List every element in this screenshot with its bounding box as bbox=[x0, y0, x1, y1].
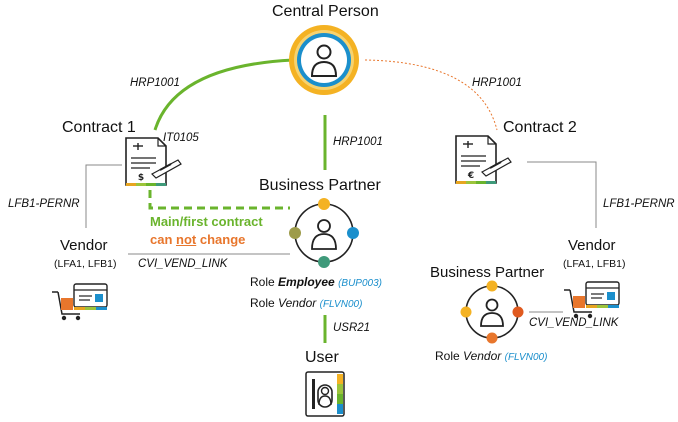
role-vendor-bp2: Role Vendor (FLVN00) bbox=[435, 350, 547, 363]
contract-icon: $ bbox=[125, 137, 182, 186]
role-code: (FLVN00) bbox=[319, 299, 363, 310]
contract1-label: Contract 1 bbox=[62, 119, 136, 136]
role-name: Employee bbox=[278, 275, 335, 289]
role-code: (BUP003) bbox=[338, 278, 382, 289]
role-name: Vendor bbox=[463, 349, 502, 363]
role-employee: Role Employee (BUP003) bbox=[250, 276, 382, 289]
note-text-emphasis: not bbox=[176, 232, 197, 247]
hrp1001-center-label: HRP1001 bbox=[333, 136, 383, 148]
it0105-label: IT0105 bbox=[163, 132, 199, 144]
main-contract-note-line1: Main/first contract bbox=[150, 214, 263, 229]
business-partner-label: Business Partner bbox=[259, 177, 381, 194]
note-text-after: change bbox=[196, 232, 246, 247]
business-partner2-label: Business Partner bbox=[430, 264, 545, 281]
lfb1-pernr-left-label: LFB1-PERNR bbox=[8, 198, 80, 210]
vendor-cart-icon bbox=[52, 283, 108, 321]
role-prefix: Role bbox=[435, 349, 464, 363]
contract2-label: Contract 2 bbox=[503, 119, 577, 136]
role-name: Vendor bbox=[278, 296, 317, 310]
role-prefix: Role bbox=[250, 296, 279, 310]
person-icon bbox=[289, 25, 359, 95]
hrp1001-left-label: HRP1001 bbox=[130, 77, 180, 89]
role-code: (FLVN00) bbox=[504, 352, 548, 363]
svg-text:€: € bbox=[467, 171, 474, 181]
link-central-contract2 bbox=[364, 59, 498, 131]
cvi-vend-link-left-label: CVI_VEND_LINK bbox=[138, 258, 228, 270]
link-contract2-vendor2 bbox=[527, 161, 597, 228]
vendor1-tables: (LFA1, LFB1) bbox=[54, 258, 117, 270]
link-contract1-vendor1 bbox=[85, 164, 122, 228]
link-central-contract1 bbox=[153, 58, 294, 131]
business-partner-icon bbox=[289, 198, 359, 268]
vendor-cart-icon bbox=[564, 281, 620, 319]
vendor1-label: Vendor bbox=[60, 237, 108, 254]
user-badge-icon bbox=[305, 371, 345, 417]
user-label: User bbox=[305, 349, 339, 366]
cvi-vend-link-right-label: CVI_VEND_LINK bbox=[529, 317, 619, 329]
contract-icon: € bbox=[455, 135, 512, 184]
main-contract-note-line2: can not change bbox=[150, 233, 245, 246]
role-prefix: Role bbox=[250, 275, 279, 289]
svg-text:$: $ bbox=[138, 173, 144, 183]
role-vendor: Role Vendor (FLVN00) bbox=[250, 297, 362, 310]
lfb1-pernr-right-label: LFB1-PERNR bbox=[603, 198, 675, 210]
vendor2-tables: (LFA1, LFB1) bbox=[563, 258, 626, 270]
vendor2-label: Vendor bbox=[568, 237, 616, 254]
hrp1001-right-label: HRP1001 bbox=[472, 77, 522, 89]
usr21-label: USR21 bbox=[333, 322, 371, 334]
note-text-before: can bbox=[150, 232, 177, 247]
link-contract1-bp-dashed bbox=[148, 190, 290, 210]
central-person-label: Central Person bbox=[272, 3, 379, 20]
business-partner-icon bbox=[460, 280, 524, 344]
